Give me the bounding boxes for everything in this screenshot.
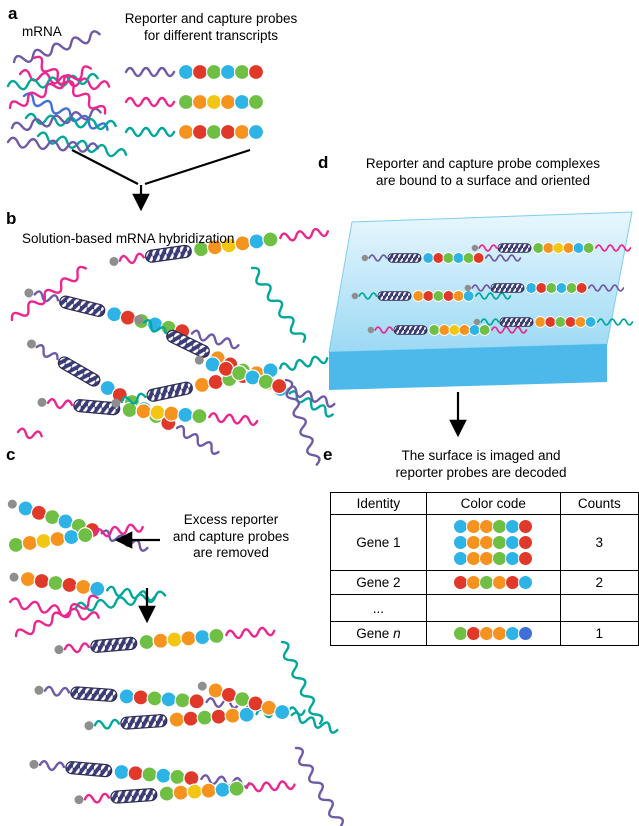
gene-n-color-code xyxy=(425,621,561,646)
purified-complexes xyxy=(12,592,347,826)
panel-label-d: d xyxy=(318,153,329,172)
panel-label-b: b xyxy=(6,209,17,228)
table-row-gene1: Gene 1 3 xyxy=(330,514,639,571)
color-code-row xyxy=(433,626,554,641)
gene-n-prefix: Gene xyxy=(356,626,394,641)
panel-d-title: Reporter and capture probe complexes are… xyxy=(365,156,601,188)
color-code-row xyxy=(433,551,554,566)
table-header-row: Identity Color code Counts xyxy=(330,492,639,515)
table-row-gene2: Gene 2 2 xyxy=(330,570,639,595)
probe-row-1 xyxy=(124,63,265,81)
probe-row-3 xyxy=(124,123,265,141)
color-dot xyxy=(518,626,534,641)
gene2-color-code xyxy=(425,570,561,595)
gene1-identity: Gene 1 xyxy=(330,514,427,571)
ellipsis-identity: ... xyxy=(330,594,427,622)
gene2-count: 2 xyxy=(559,570,639,595)
probe-row-2 xyxy=(124,93,265,111)
color-code-row xyxy=(433,519,554,534)
color-dot xyxy=(518,535,534,550)
panel-c-note: Excess reporter and capture probes are r… xyxy=(172,512,290,561)
arrow-a-to-b xyxy=(71,148,251,212)
color-dot xyxy=(518,519,534,534)
header-identity: Identity xyxy=(330,492,427,515)
ellipsis-color-code xyxy=(425,594,561,622)
table-row-ellipsis: ... xyxy=(330,594,639,622)
imaging-surface xyxy=(328,211,632,390)
color-dot xyxy=(518,575,534,590)
mrna-label: mRNA xyxy=(22,24,62,39)
panel-b-title: Solution-based mRNA hybridization xyxy=(22,231,235,246)
panel-label-e: e xyxy=(323,445,333,464)
ellipsis-count xyxy=(559,594,639,622)
panel-e-title: The surface is imaged and reporter probe… xyxy=(395,448,567,480)
panel-a-title: Reporter and capture probes for differen… xyxy=(124,11,298,43)
gene2-identity: Gene 2 xyxy=(330,570,427,595)
decode-table-wrap: Identity Color code Counts Gene 1 3 Gen xyxy=(330,492,639,646)
color-code-row xyxy=(433,575,554,590)
gene-n-identity: Gene n xyxy=(330,621,427,646)
excess-probes xyxy=(6,496,167,624)
header-color-code: Color code xyxy=(425,492,561,515)
color-code-row xyxy=(433,535,554,550)
gene1-count: 3 xyxy=(559,514,639,571)
hybridization-mixture xyxy=(8,224,336,468)
panel-label-a: a xyxy=(8,4,18,23)
gene1-color-code xyxy=(425,514,561,571)
mrna-tangle xyxy=(6,28,129,161)
decode-table: Identity Color code Counts Gene 1 3 Gen xyxy=(330,492,639,646)
gene-n-italic: n xyxy=(393,626,401,641)
gene-n-count: 1 xyxy=(559,621,639,646)
color-dot xyxy=(518,551,534,566)
header-counts: Counts xyxy=(559,492,639,515)
table-row-gene-n: Gene n 1 xyxy=(330,621,639,646)
panel-label-c: c xyxy=(6,445,16,464)
